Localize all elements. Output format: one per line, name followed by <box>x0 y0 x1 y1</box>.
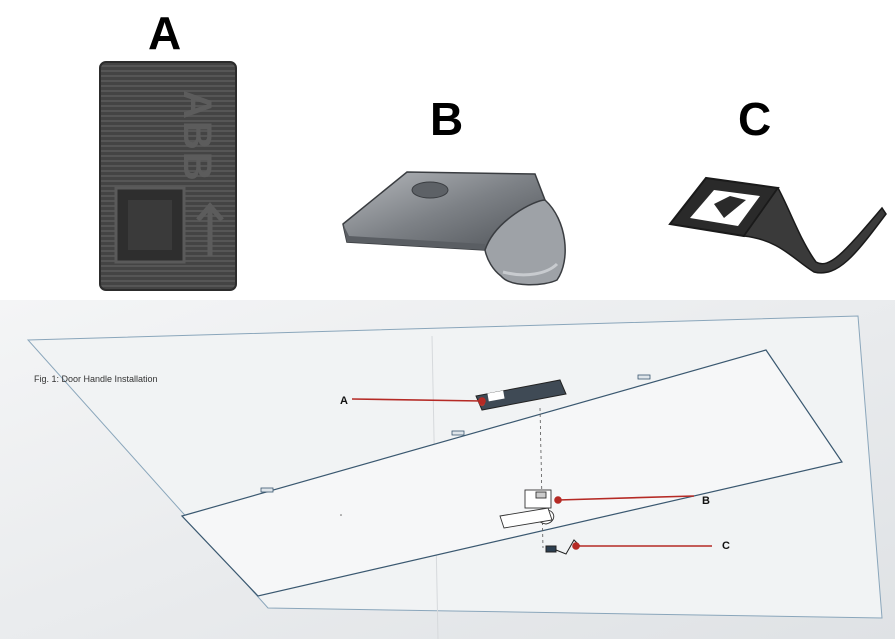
figure-caption: Fig. 1: Door Handle Installation <box>34 374 158 384</box>
hinge-marker <box>451 430 465 436</box>
callout-label-b: B <box>702 495 710 507</box>
part-label-c: C <box>738 93 772 145</box>
clip-slot <box>411 181 449 199</box>
part-label-a: A <box>148 7 182 59</box>
handle-a-drawing <box>475 379 567 411</box>
callout-label-c: C <box>722 540 730 552</box>
installation-diagram <box>0 300 895 639</box>
part-b-metal-clip-image <box>342 171 566 286</box>
part-a-handle-image: ABB <box>99 61 237 291</box>
handle-brand-text: ABB <box>175 90 219 183</box>
callout-label-a: A <box>340 395 348 407</box>
part-label-b: B <box>430 93 464 145</box>
clip-b-drawing <box>499 489 555 529</box>
part-c-spring-clip-image <box>668 176 887 274</box>
hinge-marker <box>637 374 651 380</box>
spring-clip-arm <box>742 186 887 274</box>
hinge-marker <box>260 487 274 493</box>
clip-bent-tab <box>484 199 566 286</box>
arrow-up-icon <box>196 202 224 256</box>
door-panel-outline <box>180 349 843 597</box>
callout-lines <box>351 397 712 550</box>
alignment-dashed-line <box>539 407 544 549</box>
